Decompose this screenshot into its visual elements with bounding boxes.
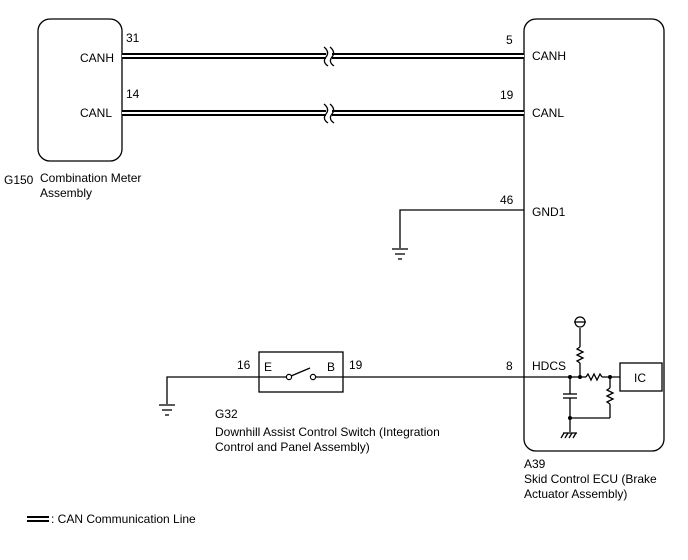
ecu-pin-8-number: 8 bbox=[506, 359, 513, 373]
ecu-pin-gnd1-label: GND1 bbox=[532, 205, 566, 219]
ecu-ic-block bbox=[619, 362, 663, 392]
gnd1-wire bbox=[399, 209, 524, 248]
ecu-internal-circuit bbox=[560, 316, 620, 439]
meter-code: G150 bbox=[4, 173, 34, 187]
combination-meter-box bbox=[37, 18, 123, 162]
meter-pin-14-number: 14 bbox=[126, 87, 140, 101]
switch-name-line1: Downhill Assist Control Switch (Integrat… bbox=[215, 425, 440, 439]
ecu-code: A39 bbox=[524, 457, 546, 471]
downhill-switch-box bbox=[258, 351, 344, 393]
ground-symbol-gnd1 bbox=[392, 248, 408, 260]
switch-code: G32 bbox=[215, 407, 238, 421]
switch-ground-wire bbox=[166, 376, 259, 404]
canh-communication-line bbox=[122, 46, 524, 67]
switch-terminal-e: E bbox=[264, 360, 272, 374]
ecu-pin-hdcs-label: HDCS bbox=[532, 359, 566, 373]
ecu-ic-label: IC bbox=[634, 371, 646, 385]
switch-contact-symbol bbox=[259, 367, 343, 381]
skid-control-ecu-box bbox=[523, 18, 665, 452]
meter-pin-canh-label: CANH bbox=[80, 51, 114, 65]
meter-pin-31-number: 31 bbox=[126, 31, 140, 45]
legend-can-line-label: : CAN Communication Line bbox=[51, 512, 196, 526]
switch-pin-19-number: 19 bbox=[349, 358, 363, 372]
switch-pin-16-number: 16 bbox=[237, 358, 251, 372]
ecu-name-line2: Actuator Assembly) bbox=[524, 487, 627, 501]
canl-communication-line bbox=[122, 103, 524, 124]
switch-name-line2: Control and Panel Assembly) bbox=[215, 440, 370, 454]
ecu-pin-canh-label: CANH bbox=[532, 49, 566, 63]
ecu-pin-5-number: 5 bbox=[506, 33, 513, 47]
meter-name-line2: Assembly bbox=[40, 186, 92, 200]
ecu-pin-19-number: 19 bbox=[500, 88, 514, 102]
ecu-name-line1: Skid Control ECU (Brake bbox=[524, 472, 657, 486]
meter-name-line1: Combination Meter bbox=[40, 171, 141, 185]
switch-terminal-b: B bbox=[327, 360, 335, 374]
ecu-pin-46-number: 46 bbox=[500, 193, 514, 207]
ecu-pin-canl-label: CANL bbox=[532, 106, 564, 120]
ground-symbol-switch bbox=[159, 404, 175, 416]
meter-pin-canl-label: CANL bbox=[80, 106, 112, 120]
